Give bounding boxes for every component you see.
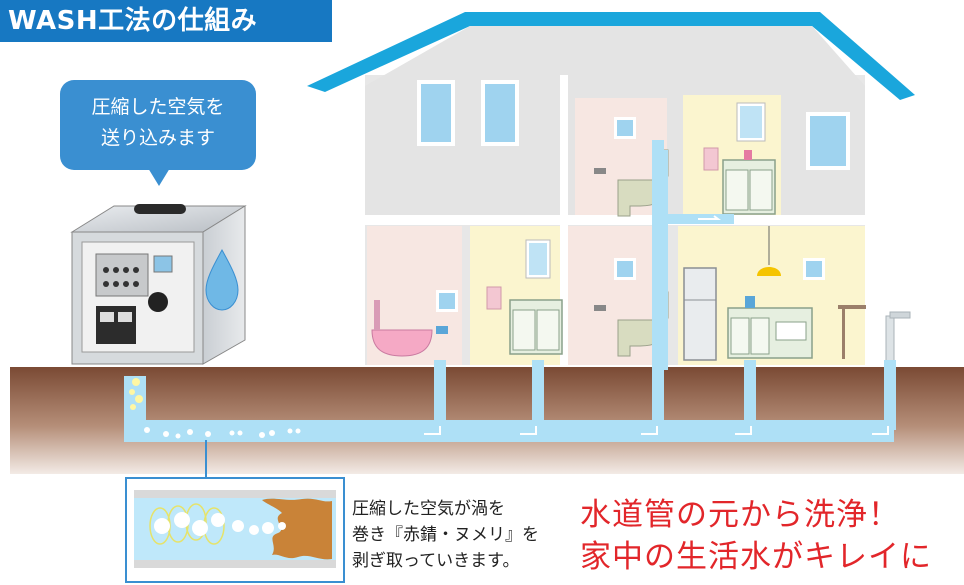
paper-holder-icon bbox=[594, 168, 606, 174]
window-icon bbox=[485, 84, 515, 142]
bathtub-icon bbox=[371, 329, 433, 357]
air-compressor-machine bbox=[70, 204, 247, 365]
towel-icon bbox=[703, 147, 719, 171]
slogan: 水道管の元から洗浄！ 家中の生活水がキレイに bbox=[580, 494, 960, 578]
flow-arrows bbox=[424, 215, 889, 435]
description-line: 圧縮した空気が渦を bbox=[352, 499, 505, 519]
air-bubbles bbox=[129, 378, 301, 439]
towel-icon bbox=[486, 286, 502, 310]
description-line: 剥ぎ取っていきます。 bbox=[352, 551, 520, 571]
paper-holder-icon bbox=[594, 305, 606, 311]
description-line: 巻き『赤錆・ヌメリ』を bbox=[352, 525, 539, 545]
rust-icon bbox=[262, 498, 332, 560]
water-drop-logo-icon bbox=[205, 248, 239, 311]
slogan-line: 家中の生活水がキレイに bbox=[580, 539, 932, 575]
bubble-line: 送り込みます bbox=[100, 127, 215, 149]
wall-divider bbox=[560, 75, 568, 365]
floor-divider bbox=[365, 215, 865, 225]
pendant-lamp-icon bbox=[757, 267, 781, 276]
pipe-description: 圧縮した空気が渦を 巻き『赤錆・ヌメリ』を 剥ぎ取っていきます。 bbox=[352, 496, 582, 574]
speech-bubble: 圧縮した空気を 送り込みます bbox=[60, 80, 256, 170]
dial-icon bbox=[148, 292, 168, 312]
control-panel-icon bbox=[95, 253, 149, 297]
refrigerator-icon bbox=[683, 267, 717, 361]
window-icon bbox=[421, 84, 451, 142]
bubble-line: 圧縮した空気を bbox=[91, 96, 225, 118]
speech-bubble-tail bbox=[148, 168, 170, 186]
outdoor-faucet-icon bbox=[889, 311, 911, 319]
handle-icon bbox=[134, 204, 186, 214]
window-icon bbox=[810, 116, 846, 166]
slogan-line: 水道管の元から洗浄！ bbox=[580, 497, 900, 533]
table-icon bbox=[838, 305, 866, 309]
water-pipes bbox=[124, 140, 896, 442]
page-title: WASH工法の仕組み bbox=[0, 0, 332, 42]
house bbox=[307, 12, 915, 377]
pipe-closeup bbox=[125, 440, 345, 583]
